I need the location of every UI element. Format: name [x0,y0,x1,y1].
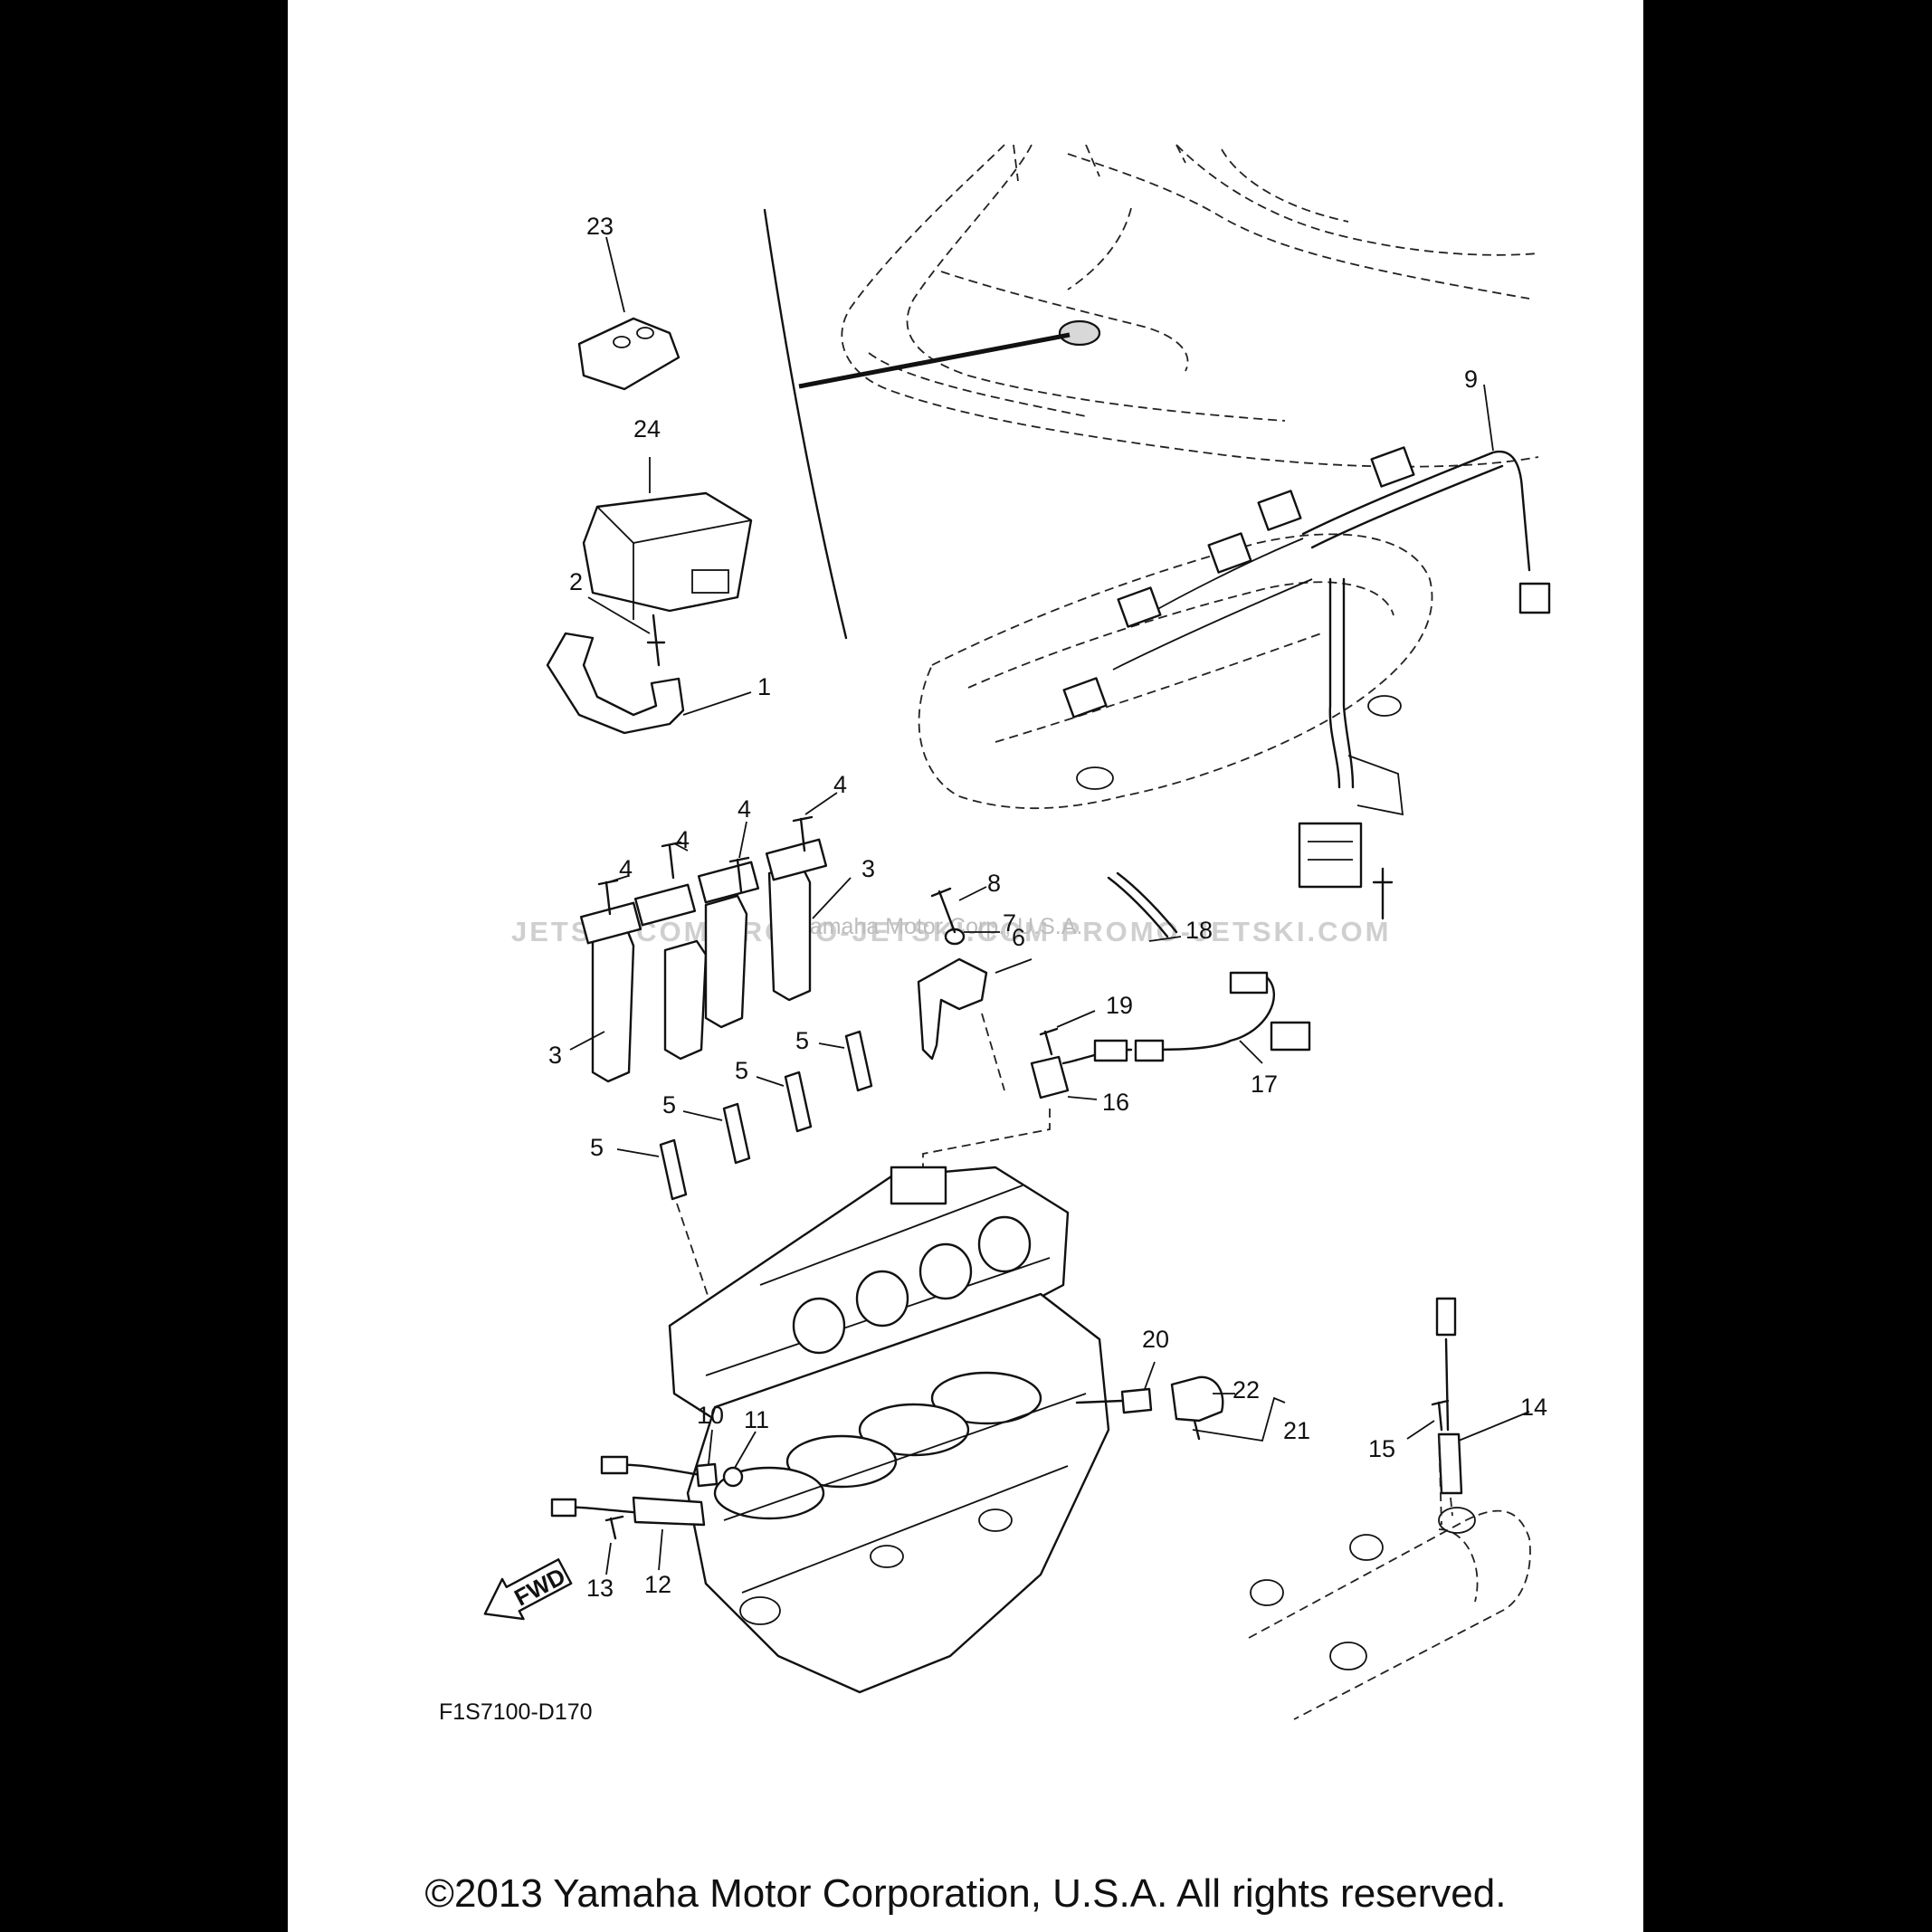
callout-21: 21 [1283,1417,1310,1444]
callout-17: 17 [1251,1071,1278,1098]
part-23-remote-key [577,236,680,391]
callout-1: 1 [757,673,771,700]
hull-marker-icon [1058,319,1101,347]
part-1-bracket [546,632,752,735]
watermark-small: Yamaha Motor Corp., U.S.A. [796,914,1082,939]
callout-4c: 4 [738,795,751,823]
callout-16: 16 [1102,1089,1129,1116]
callout-8: 8 [987,870,1001,897]
callout-6: 6 [1012,924,1025,951]
callout-18: 18 [1185,917,1213,944]
cylinder-head [668,1166,1070,1427]
part-11-gasket [722,1431,757,1488]
leader-to-hull [798,332,1071,389]
callout-22: 22 [1232,1376,1260,1404]
part-18-band [1107,871,1182,942]
part-14-sensor [1435,1297,1530,1517]
watercraft-hull [841,144,1539,468]
callout-9: 9 [1464,366,1478,393]
callout-14: 14 [1520,1394,1547,1421]
part-4-coil-bolts [597,792,838,916]
callout-2: 2 [569,568,583,595]
callout-4b: 4 [676,826,690,853]
copyright-notice: ©2013 Yamaha Motor Corporation, U.S.A. A… [424,1871,1507,1916]
cylinder-block [686,1292,1110,1694]
callout-4d: 4 [833,771,847,798]
part-3-ignition-coils [569,838,852,1083]
callout-3b: 3 [861,855,875,882]
callout-13: 13 [586,1575,614,1602]
part-19-bolt [1039,1010,1096,1056]
part-17-lead [1134,971,1311,1064]
callout-15: 15 [1368,1435,1395,1462]
part-16-sensor [922,1039,1133,1176]
callout-5b: 5 [662,1091,676,1118]
exhaust-pipe [1248,1507,1531,1720]
callout-4a: 4 [619,855,633,882]
callout-23: 23 [586,213,614,240]
part-20-sensor [1075,1361,1156,1414]
part-15-bolt [1406,1399,1450,1526]
part-13-bolt [604,1515,624,1575]
part-8-bolt [930,886,987,934]
part-10-sensor [600,1429,719,1488]
divider-line [763,208,848,640]
callout-7: 7 [1003,909,1016,937]
callout-11: 11 [744,1406,769,1433]
forward-arrow-icon: FWD [483,1558,573,1621]
callout-3a: 3 [548,1042,562,1069]
callout-10: 10 [697,1402,724,1429]
callout-12: 12 [644,1571,671,1598]
callout-20: 20 [1142,1326,1169,1353]
part-7-collar [944,928,1000,946]
engine-cover [918,533,1433,810]
part-22-unit [1170,1375,1235,1441]
part-9-wire-harness [1062,384,1551,920]
callout-19: 19 [1106,992,1133,1019]
diagram-code: F1S7100-D170 [439,1699,593,1725]
part-21-assembly-bracket [1192,1396,1286,1442]
part-6-bracket [917,957,1033,1091]
callout-24: 24 [633,415,661,443]
callout-5a: 5 [590,1134,604,1161]
part-2-screw [587,596,666,667]
callout-5c: 5 [735,1057,748,1084]
callout-5d: 5 [795,1027,809,1054]
part-12-sensor [550,1496,706,1571]
part-24-receiver [582,457,753,620]
